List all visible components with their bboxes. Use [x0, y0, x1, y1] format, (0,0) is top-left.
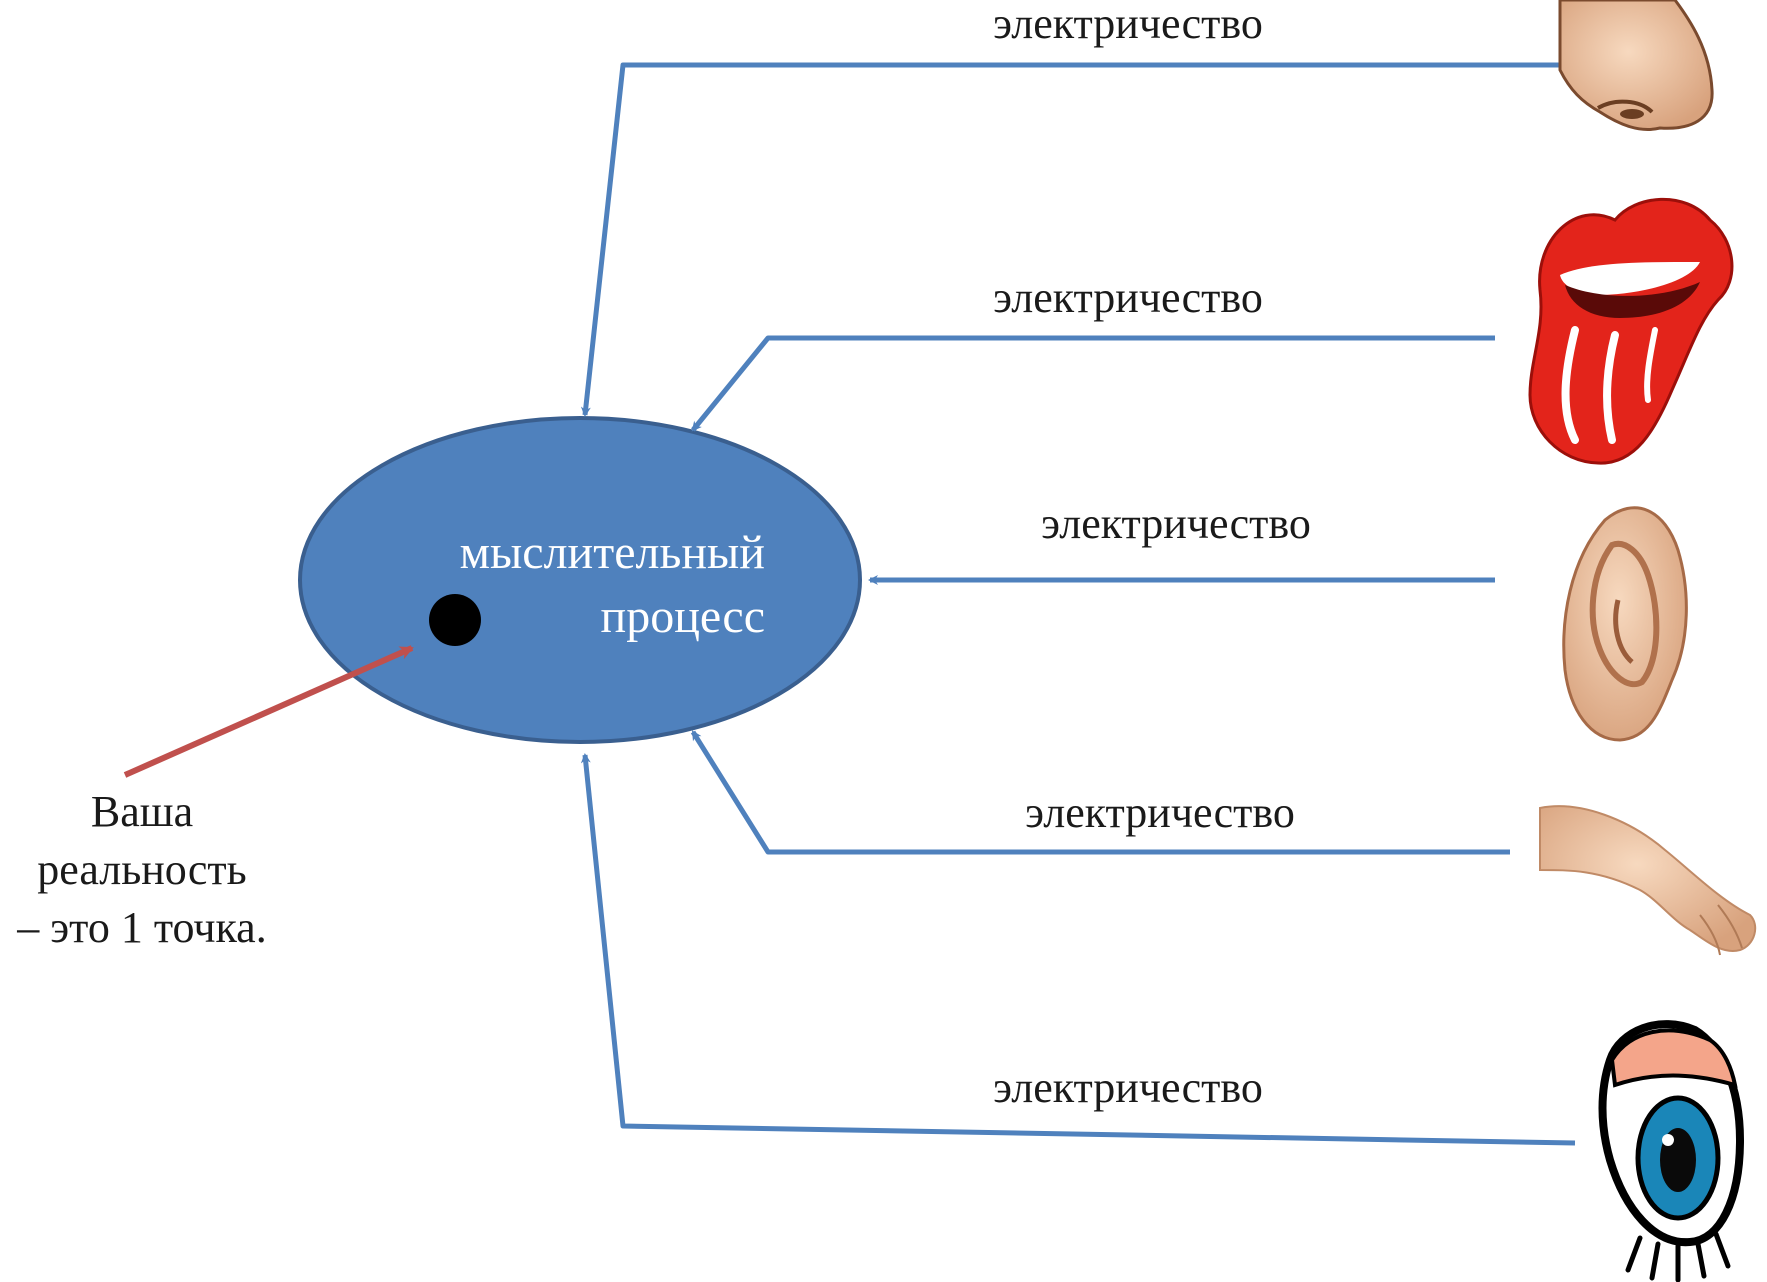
eye-icon — [1598, 1020, 1745, 1282]
signal-arrow-nose — [580, 62, 1560, 417]
hand-icon — [1539, 805, 1757, 956]
signal-label-nose: электричество — [993, 0, 1263, 48]
signal-label-hand: электричество — [1025, 788, 1295, 837]
signal-label-mouth: электричество — [993, 273, 1263, 322]
thinking-process-ellipse — [298, 416, 862, 744]
signal-label-eye: электричество — [993, 1063, 1263, 1112]
reality-pointer-arrow — [123, 645, 414, 778]
note-line1: Ваша — [91, 787, 193, 836]
mouth-icon — [1528, 197, 1734, 465]
note-line2: реальность — [37, 845, 246, 894]
signal-label-ear: электричество — [1041, 499, 1311, 548]
core-label-line1: мыслительный — [460, 526, 765, 579]
nose-icon — [1558, 0, 1714, 131]
reality-dot — [429, 594, 481, 646]
core-label-line2: процесс — [601, 590, 765, 643]
signal-arrow-hand — [690, 730, 1510, 855]
ear-icon — [1562, 506, 1688, 742]
note-line3: – это 1 точка. — [16, 903, 266, 952]
signal-arrow-eye — [580, 753, 1576, 1146]
signal-arrow-mouth — [691, 335, 1495, 432]
